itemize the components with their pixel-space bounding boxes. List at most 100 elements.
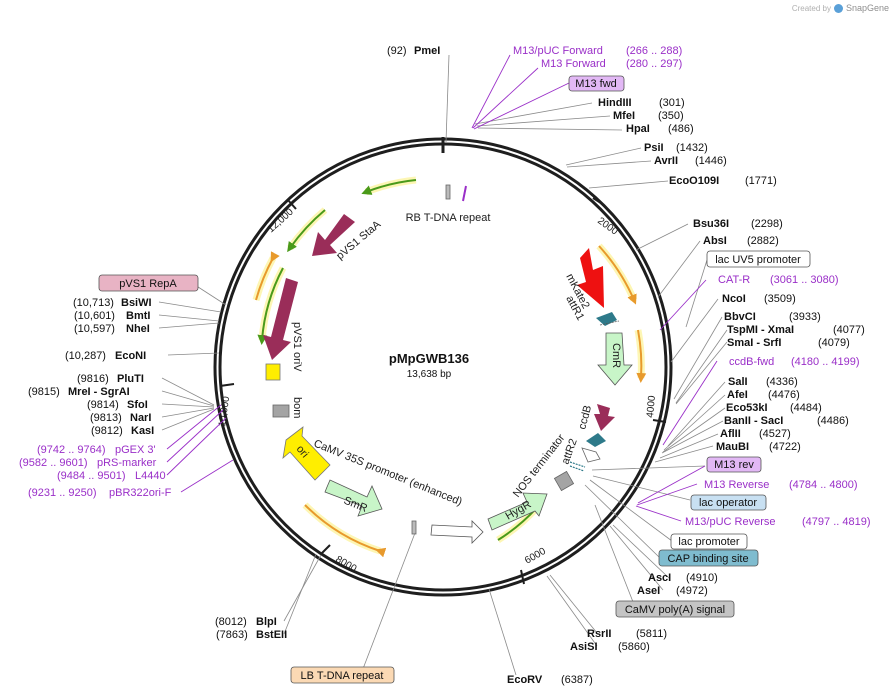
enzyme-afei[interactable]: AfeI [727, 389, 748, 401]
enzyme-bbvci-pos: (3933) [789, 311, 821, 323]
enzyme-tspmi-xmai[interactable]: TspMI - XmaI [727, 324, 794, 336]
snapgene-logo-icon [833, 3, 843, 13]
primer-pbr322ori-f[interactable]: pBR322ori-F [109, 487, 172, 499]
enzyme-rsrii[interactable]: RsrII [587, 628, 611, 640]
box-pvs1-repa[interactable]: pVS1 RepA [98, 274, 199, 292]
enzyme-hpai-pos: (486) [668, 123, 694, 135]
enzyme-sfoi-pos: (9814) [87, 399, 119, 411]
box-lac-uv5-promoter[interactable]: lac UV5 promoter [706, 250, 811, 268]
box-lac-operator[interactable]: lac operator [690, 494, 767, 511]
enzyme-psii[interactable]: PsiI [644, 142, 664, 154]
enzyme-hindiii[interactable]: HindIII [598, 97, 632, 109]
feature-bom[interactable]: bom [272, 397, 303, 418]
enzyme-hpai[interactable]: HpaI [626, 123, 650, 135]
enzyme-avrii[interactable]: AvrII [654, 155, 678, 167]
enzyme-pmei[interactable]: PmeI [414, 45, 440, 57]
enzyme-psii-pos: (1432) [676, 142, 708, 154]
enzyme-eco53ki[interactable]: Eco53kI [726, 402, 768, 414]
enzyme-bsiwi[interactable]: BsiWI [121, 297, 152, 309]
enzyme-ecoo109i[interactable]: EcoO109I [669, 175, 719, 187]
plasmid-name: pMpGWB136 [389, 351, 469, 366]
enzyme-bsu36i-pos: (2298) [751, 218, 783, 230]
box-m13-fwd-label: M13 fwd [575, 78, 617, 90]
enzyme-absi[interactable]: AbsI [703, 235, 727, 247]
enzyme-smai-srfi[interactable]: SmaI - SrfI [727, 337, 781, 349]
feature-cmr[interactable]: CmR [597, 332, 633, 386]
feature-pvs1-staa[interactable]: pVS1 StaA [312, 214, 384, 262]
feature-camv35s-label: CaMV 35S promoter (enhanced) [312, 438, 464, 509]
primer-pgex3[interactable]: pGEX 3' [115, 444, 156, 456]
feature-bom-label: bom [291, 397, 303, 418]
box-lac-promoter[interactable]: lac promoter [670, 533, 748, 550]
box-lac-operator-label: lac operator [699, 497, 757, 509]
primer-m13-reverse[interactable]: M13 Reverse [704, 479, 769, 491]
primer-m13-puc-forward[interactable]: M13/pUC Forward [513, 45, 603, 57]
enzyme-econi-pos: (10,287) [65, 350, 106, 362]
box-pvs1-repa-label: pVS1 RepA [119, 278, 177, 290]
box-cap-binding-site[interactable]: CAP binding site [658, 549, 759, 567]
feature-rb-tdna-label: RB T-DNA repeat [406, 212, 491, 224]
tick-label-6000: 6000 [523, 546, 548, 567]
feature-smr[interactable]: SmR [324, 479, 383, 517]
enzyme-labels-left: (92) PmeI (10,713) BsiWI (10,601) BmtI (… [28, 45, 440, 641]
direction-arcs [252, 176, 647, 558]
feature-ori[interactable]: ori [282, 426, 331, 481]
enzyme-bsu36i[interactable]: Bsu36I [693, 218, 729, 230]
enzyme-nari-pos: (9813) [90, 412, 122, 424]
enzyme-maubi[interactable]: MauBI [716, 441, 749, 453]
enzyme-banii-saci[interactable]: BanII - SacI [724, 415, 783, 427]
feature-yellow-box[interactable] [265, 363, 281, 381]
box-m13-rev[interactable]: M13 rev [706, 456, 762, 473]
tick-label-4000: 4000 [645, 395, 658, 419]
enzyme-sali[interactable]: SalI [728, 376, 748, 388]
enzyme-ecorv[interactable]: EcoRV [507, 674, 543, 686]
primer-ccdb-fwd[interactable]: ccdB-fwd [729, 356, 774, 368]
enzyme-pluti[interactable]: PluTI [117, 373, 144, 385]
box-lac-uv5-promoter-label: lac UV5 promoter [715, 254, 801, 266]
primer-m13-puc-forward-range: (266 .. 288) [626, 45, 682, 57]
feature-pvs1-oriv[interactable]: pVS1 oriV [263, 278, 303, 372]
enzyme-asci[interactable]: AscI [648, 572, 671, 584]
enzyme-econi[interactable]: EcoNI [115, 350, 146, 362]
box-lb-tdna-repeat[interactable]: LB T-DNA repeat [290, 666, 395, 684]
enzyme-nari[interactable]: NarI [130, 412, 151, 424]
enzyme-mrei-sgrai[interactable]: MreI - SgrAI [68, 386, 130, 398]
box-m13-fwd[interactable]: M13 fwd [568, 75, 625, 92]
plasmid-length: 13,638 bp [407, 369, 452, 380]
feature-white-arrow[interactable] [430, 520, 484, 544]
enzyme-bmti[interactable]: BmtI [126, 310, 150, 322]
primer-l4440[interactable]: L4440 [135, 470, 166, 482]
primer-m13-puc-reverse[interactable]: M13/pUC Reverse [685, 516, 775, 528]
primer-prs-marker[interactable]: pRS-marker [97, 457, 157, 469]
plasmid-backbone [213, 137, 673, 597]
primer-m13-forward[interactable]: M13 Forward [541, 58, 606, 70]
enzyme-blpi[interactable]: BlpI [256, 616, 277, 628]
feature-pvs1-oriv-label: pVS1 oriV [291, 322, 303, 372]
feature-attr2-marker[interactable] [586, 433, 606, 447]
enzyme-mfei[interactable]: MfeI [613, 110, 635, 122]
enzyme-bbvci[interactable]: BbvCI [724, 311, 756, 323]
feature-lb-marker [411, 520, 417, 535]
enzyme-ncoi[interactable]: NcoI [722, 293, 746, 305]
primer-cat-r-range: (3061 .. 3080) [770, 274, 839, 286]
feature-ccdb[interactable]: ccdB [576, 404, 615, 431]
enzyme-maubi-pos: (4722) [769, 441, 801, 453]
enzyme-kasi[interactable]: KasI [131, 425, 154, 437]
feature-nos-terminator[interactable]: NOS terminator [511, 432, 575, 500]
primer-cat-r[interactable]: CAT-R [718, 274, 750, 286]
enzyme-nhei-pos: (10,597) [74, 323, 115, 335]
enzyme-nhei[interactable]: NheI [126, 323, 150, 335]
enzyme-asei[interactable]: AseI [637, 585, 660, 597]
enzyme-asisi[interactable]: AsiSI [570, 641, 598, 653]
enzyme-bsteii[interactable]: BstEII [256, 629, 287, 641]
primer-prs-marker-range: (9582 .. 9601) [19, 457, 88, 469]
enzyme-rsrii-pos: (5811) [636, 628, 667, 640]
enzyme-sfoi[interactable]: SfoI [127, 399, 148, 411]
enzyme-bsteii-pos: (7863) [216, 629, 248, 641]
leader-lines [158, 54, 728, 676]
box-camv-polya-signal[interactable]: CaMV poly(A) signal [615, 600, 735, 618]
feature-rb-tdna[interactable]: RB T-DNA repeat [406, 184, 491, 224]
primer-l4440-range: (9484 .. 9501) [57, 470, 126, 482]
enzyme-aflii[interactable]: AflII [720, 428, 741, 440]
enzyme-absi-pos: (2882) [747, 235, 779, 247]
